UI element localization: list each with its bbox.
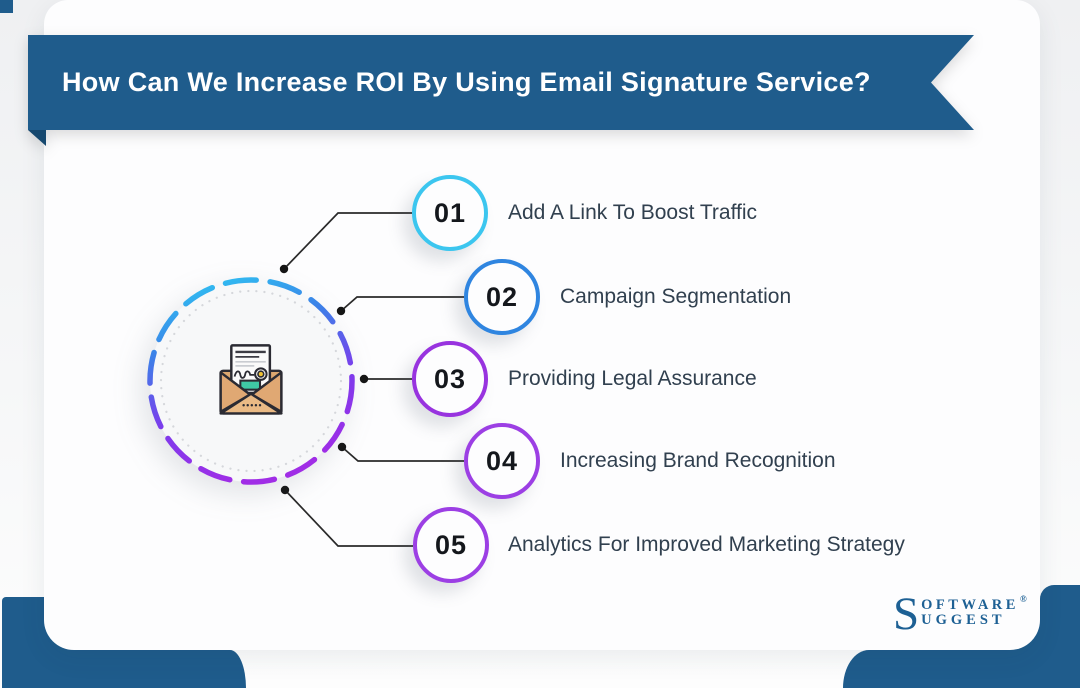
page-title: How Can We Increase ROI By Using Email S…	[62, 67, 871, 97]
bottom-left-accent-band	[2, 650, 246, 688]
step-number: 02	[485, 281, 519, 312]
seal-inner	[257, 370, 265, 378]
step-circle-02: 02	[464, 259, 540, 335]
step-label-04: Increasing Brand Recognition	[560, 449, 836, 472]
step-label-01: Add A Link To Boost Traffic	[508, 201, 758, 224]
step-circle-05: 05	[413, 507, 489, 583]
step-circle-01: 01	[412, 175, 488, 251]
step-number: 01	[433, 197, 467, 228]
step-number: 03	[433, 363, 467, 394]
step-label-05: Analytics For Improved Marketing Strateg…	[508, 533, 905, 556]
step-number: 05	[434, 529, 468, 560]
top-left-accent-square	[0, 0, 13, 13]
step-circle-03: 03	[412, 341, 488, 417]
step-circle-04: 04	[464, 423, 540, 499]
envelope-dots	[242, 404, 262, 407]
title-ribbon	[28, 35, 974, 146]
registered-trademark: ®	[1019, 594, 1031, 604]
logo-wordmark: OFTWARE ® UGGEST	[921, 594, 1031, 628]
step-label-03: Providing Legal Assurance	[508, 367, 757, 390]
step-label-02: Campaign Segmentation	[560, 285, 792, 308]
logo-initial: S	[893, 588, 920, 640]
bottom-right-accent-band	[843, 650, 1080, 688]
email-signature-icon	[219, 344, 283, 415]
ribbon-shape	[28, 35, 974, 130]
step-number: 04	[485, 445, 519, 476]
letter-teal-band	[239, 379, 262, 391]
signature-squiggle	[233, 370, 255, 379]
envelope-front-flap	[219, 392, 283, 415]
logo-line2: UGGEST	[921, 612, 1006, 628]
logo-line1: OFTWARE	[921, 597, 1019, 613]
ribbon-fold	[28, 130, 46, 146]
inner-dotted-circle	[159, 289, 343, 473]
softwaresuggest-logo: S OFTWARE ® UGGEST	[893, 588, 1031, 640]
